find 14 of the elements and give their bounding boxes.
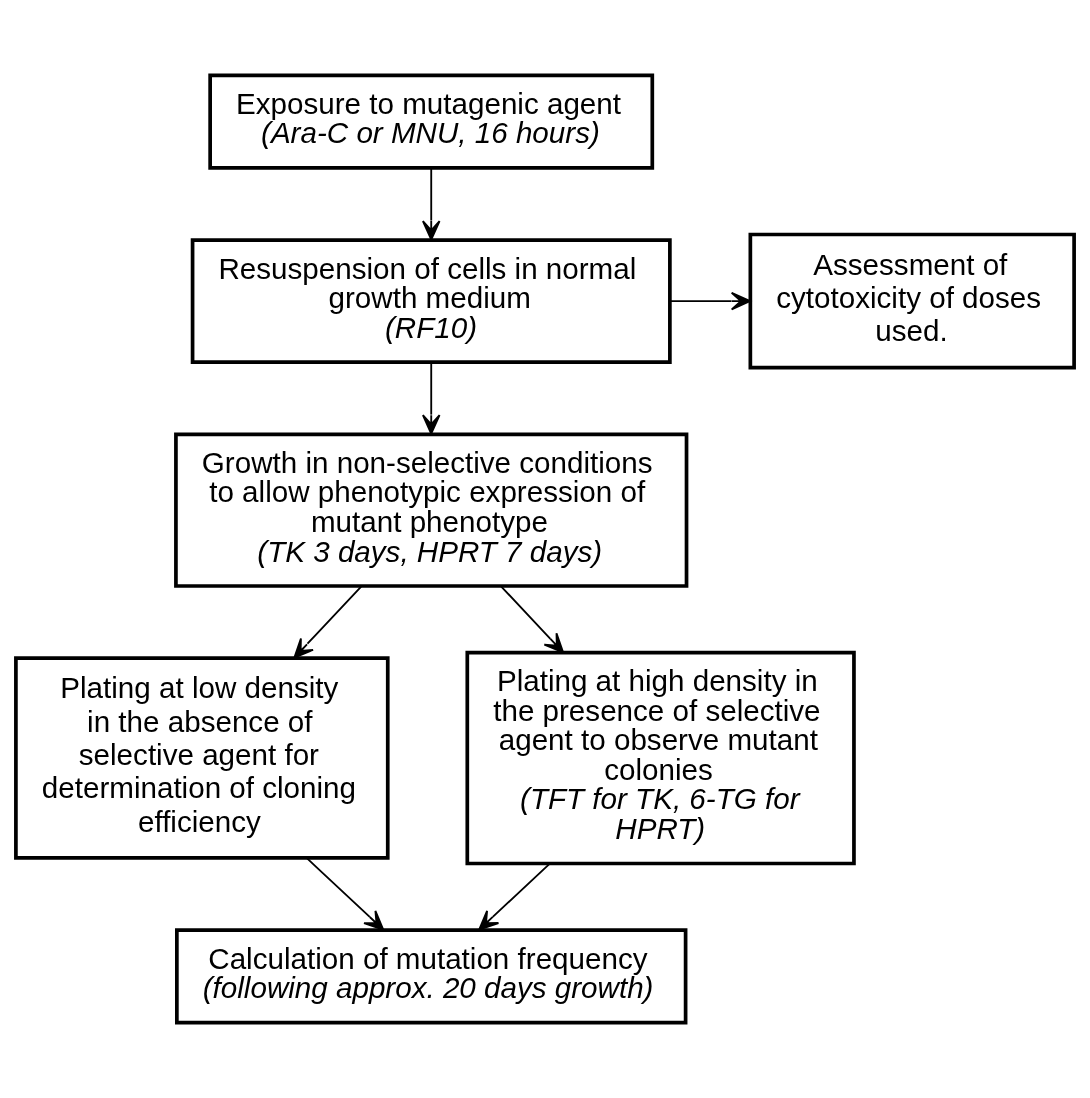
node-box: Plating at low density in the absence of selective agent for determination of cloning efficiency <box>14 656 390 860</box>
node-box: Growth in non-selective conditions to allow phenotypic expression of mutant phenotype (TK 3 days, HPRT 7 days) <box>174 432 689 588</box>
arrow <box>306 857 385 931</box>
arrow <box>421 167 441 241</box>
node-box: Resuspension of cells in normal growth medium (RF10) <box>190 238 672 364</box>
arrow <box>500 585 565 654</box>
arrow <box>478 863 551 931</box>
node-box: Exposure to mutagenic agent (Ara-C or MNU, 16 hours) <box>208 73 655 170</box>
node-box: Calculation of mutation frequency (following approx. 20 days growth) <box>175 928 688 1025</box>
node-box: Assessment of cytotoxicity of doses used. <box>748 232 1076 370</box>
arrow <box>669 291 752 311</box>
arrow <box>293 585 363 659</box>
arrow <box>421 361 441 435</box>
node-box: Plating at high density in the presence of selective agent to observe mutant colonies (TFT for TK, 6-TG for HPRT) <box>465 650 856 866</box>
